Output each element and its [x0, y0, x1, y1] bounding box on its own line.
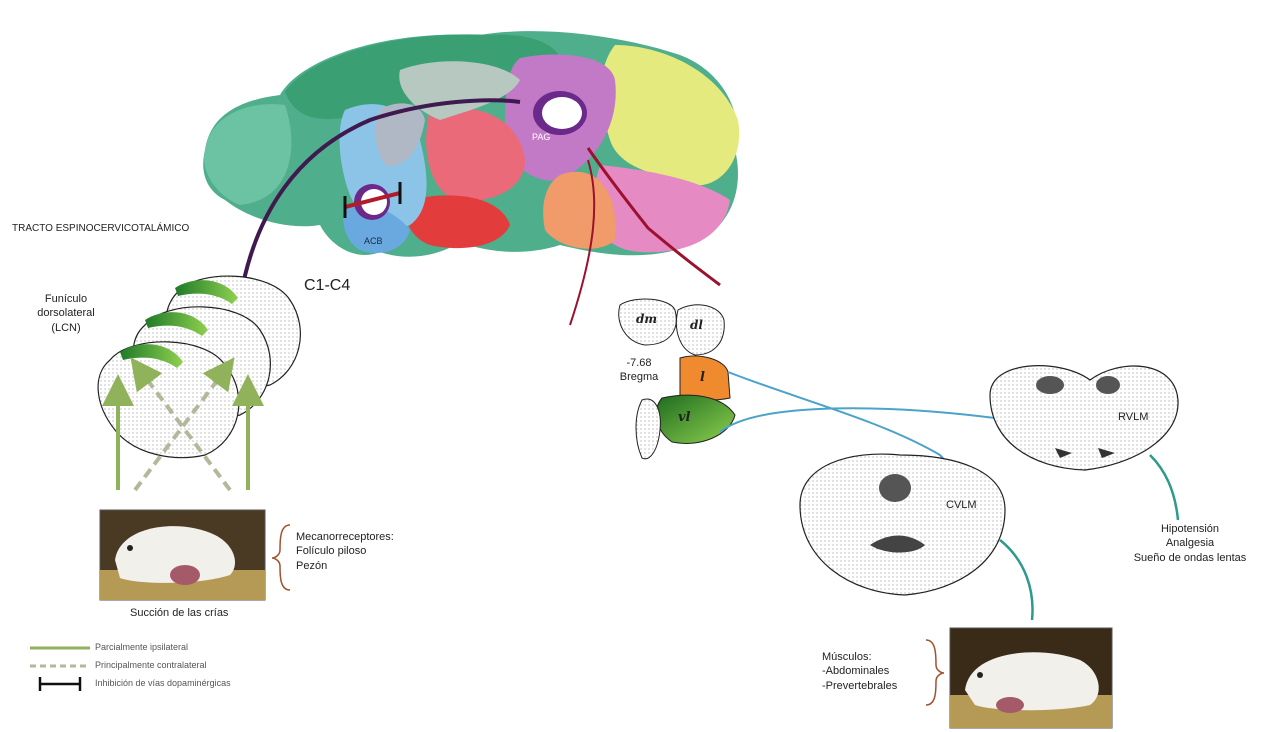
succion-label: Succión de las crías	[130, 606, 228, 620]
mecano-line-3: Pezón	[296, 559, 394, 573]
pag-l-column	[680, 356, 730, 400]
musculos-line-1: Músculos:	[822, 650, 897, 664]
tract-label: TRACTO ESPINOCERVICOTALÁMICO	[12, 222, 189, 235]
musculos-label: Músculos: -Abdominales -Prevertebrales	[822, 650, 897, 693]
cvlm-nucleus	[879, 474, 911, 502]
acb-label: ACB	[364, 236, 383, 248]
pag-vl-column	[656, 395, 735, 443]
rvlm-to-outcomes-line	[1150, 455, 1178, 520]
legend-ipsilateral: Parcialmente ipsilateral	[95, 642, 188, 654]
pag-label: PAG	[532, 132, 550, 144]
cvlm-section	[800, 454, 1005, 595]
pup-suckling-photo	[100, 510, 265, 600]
pag-dl-label: dl	[690, 318, 703, 334]
mecano-line-1: Mecanorreceptores:	[296, 530, 394, 544]
bregma-label: -7.68 Bregma	[614, 356, 664, 385]
rvlm-section	[990, 366, 1178, 470]
bregma-value: -7.68	[614, 356, 664, 370]
outcome-sueno: Sueño de ondas lentas	[1110, 551, 1270, 565]
cvlm-to-muscles-line	[1000, 540, 1033, 620]
outcome-analgesia: Analgesia	[1110, 536, 1270, 550]
c1c4-label: C1-C4	[304, 276, 350, 297]
pag-l-label: l	[700, 370, 705, 387]
outcomes-label: Hipotensión Analgesia Sueño de ondas len…	[1110, 522, 1270, 565]
mecano-label: Mecanorreceptores: Folículo piloso Pezón	[296, 530, 394, 573]
outcome-hipotension: Hipotensión	[1110, 522, 1270, 536]
mecano-line-2: Folículo piloso	[296, 544, 394, 558]
musculos-line-3: -Prevertebrales	[822, 679, 897, 693]
rvlm-nucleus-left	[1036, 376, 1064, 394]
rvlm-label: RVLM	[1118, 410, 1148, 424]
musculos-line-2: -Abdominales	[822, 664, 897, 678]
bregma-word: Bregma	[614, 370, 664, 384]
funiculo-line-3: (LCN)	[16, 321, 116, 335]
rvlm-nucleus-right	[1096, 376, 1120, 394]
pag-hole	[542, 97, 582, 129]
brain-sagittal-section	[203, 31, 739, 257]
legend-inhibition: Inhibición de vías dopaminérgicas	[95, 678, 231, 690]
aqueduct-section	[636, 399, 660, 459]
funiculo-label: Funículo dorsolateral (LCN)	[16, 292, 116, 335]
brace-muscles	[926, 640, 944, 705]
legend-contralateral: Principalmente contralateral	[95, 660, 207, 672]
funiculo-line-2: dorsolateral	[16, 306, 116, 320]
pag-vl-label: vl	[678, 410, 691, 427]
legend-symbols	[30, 648, 90, 691]
cvlm-label: CVLM	[946, 498, 977, 512]
adult-mouse-photo	[950, 628, 1112, 728]
spinal-cord-sections	[98, 276, 300, 458]
brace-mecano	[272, 525, 290, 590]
pag-dm-label: dm	[636, 312, 657, 328]
funiculo-line-1: Funículo	[16, 292, 116, 306]
